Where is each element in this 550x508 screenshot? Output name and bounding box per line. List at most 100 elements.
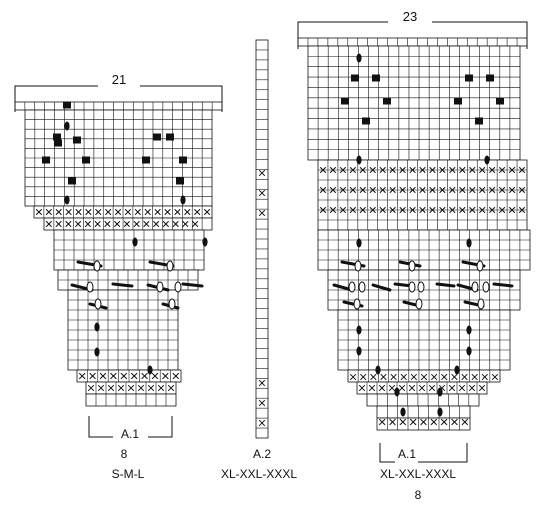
purl-stitch [409, 186, 416, 194]
purl-stitch [489, 206, 496, 214]
right-header-frame [297, 37, 528, 47]
left-bottom-bracket [88, 416, 113, 438]
purl-stitch [167, 384, 175, 392]
increase-oval [400, 407, 406, 417]
bracket-layer [14, 21, 528, 463]
purl-stitch [461, 373, 468, 381]
middle-label: A.2 [253, 447, 271, 461]
increase-oval [394, 387, 400, 397]
purl-stitch [459, 166, 466, 174]
purl-stitch [133, 220, 140, 228]
purl-stitch [78, 372, 86, 380]
filled-square [179, 156, 187, 164]
purl-stitch [419, 206, 426, 214]
purl-stitch [498, 186, 506, 194]
cable-loop [417, 281, 425, 293]
cable-stitch [435, 282, 456, 288]
cable-loop [348, 281, 356, 293]
purl-stitch [429, 166, 436, 174]
purl-stitch [89, 372, 96, 380]
right-bottom-bracket [418, 443, 468, 463]
purl-stitch [147, 384, 155, 392]
purl-stitch [45, 208, 52, 216]
purl-stitch [518, 186, 526, 194]
purl-stitch [388, 384, 396, 392]
purl-stitch [120, 372, 128, 380]
purl-stitch [65, 220, 72, 228]
purl-stitch [508, 206, 516, 214]
filled-square [73, 136, 81, 144]
increase-oval [466, 346, 472, 356]
purl-stitch [130, 372, 138, 380]
purl-stitch [127, 384, 135, 392]
purl-stitch [162, 372, 169, 380]
purl-stitch [162, 220, 169, 228]
purl-stitch [439, 166, 446, 174]
filled-square [486, 74, 494, 82]
increase-oval [94, 322, 100, 332]
purl-stitch [143, 220, 150, 228]
purl-stitch [157, 384, 165, 392]
left-top-count: 21 [112, 72, 126, 87]
purl-stitch [379, 186, 386, 194]
purl-stitch [498, 166, 506, 174]
purl-stitch [440, 418, 448, 426]
cable-stitch [181, 282, 204, 288]
purl-stitch [468, 384, 476, 392]
increase-oval [202, 237, 208, 247]
purl-stitch [137, 384, 145, 392]
purl-stitch [141, 372, 148, 380]
purl-stitch [75, 220, 82, 228]
purl-stitch [459, 186, 466, 194]
left-bracket-label: A.1 [121, 427, 139, 441]
cable-loop [86, 281, 94, 293]
right-top-count: 23 [403, 9, 417, 24]
purl-stitch [441, 373, 448, 381]
filled-square [53, 133, 61, 141]
right-x3-frame [376, 405, 471, 419]
purl-stitch [389, 186, 396, 194]
cable-loop [353, 298, 361, 310]
purl-stitch [94, 220, 101, 228]
purl-stitch [319, 186, 327, 194]
filled-square [54, 139, 62, 147]
purl-stitch [104, 220, 111, 228]
left-header-frame [14, 101, 223, 111]
purl-stitch [409, 206, 416, 214]
purl-stitch [319, 166, 327, 174]
purl-stitch [451, 373, 458, 381]
purl-stitch [469, 206, 476, 214]
purl-stitch [399, 418, 407, 426]
filled-square [166, 133, 174, 141]
left-bottom-frame [85, 393, 177, 407]
purl-stitch [508, 186, 516, 194]
left-top-bracket [140, 85, 223, 112]
purl-stitch [359, 206, 366, 214]
purl-stitch [349, 186, 356, 194]
purl-stitch [479, 206, 486, 214]
purl-stitch [409, 418, 417, 426]
purl-stitch [369, 166, 376, 174]
purl-stitch [329, 166, 337, 174]
filled-square [153, 133, 161, 141]
purl-stitch [449, 166, 456, 174]
purl-stitch [258, 419, 266, 427]
right-size-label: XL-XXL-XXXL [380, 467, 456, 481]
purl-stitch [75, 208, 82, 216]
purl-stitch [117, 384, 125, 392]
purl-stitch [55, 208, 62, 216]
purl-stitch [489, 186, 496, 194]
purl-stitch [349, 166, 356, 174]
purl-stitch [379, 206, 386, 214]
cable-loop [354, 260, 362, 272]
right-bottom-frame [376, 417, 471, 431]
increase-oval [147, 365, 153, 375]
cable-loop [408, 260, 416, 272]
increase-oval [132, 237, 138, 247]
left-x2-frame [43, 217, 213, 231]
left-top-bracket [14, 85, 98, 112]
purl-stitch [319, 206, 327, 214]
purl-stitch [124, 208, 132, 216]
right-top-frame [307, 45, 521, 161]
symbol-layer [35, 53, 526, 427]
